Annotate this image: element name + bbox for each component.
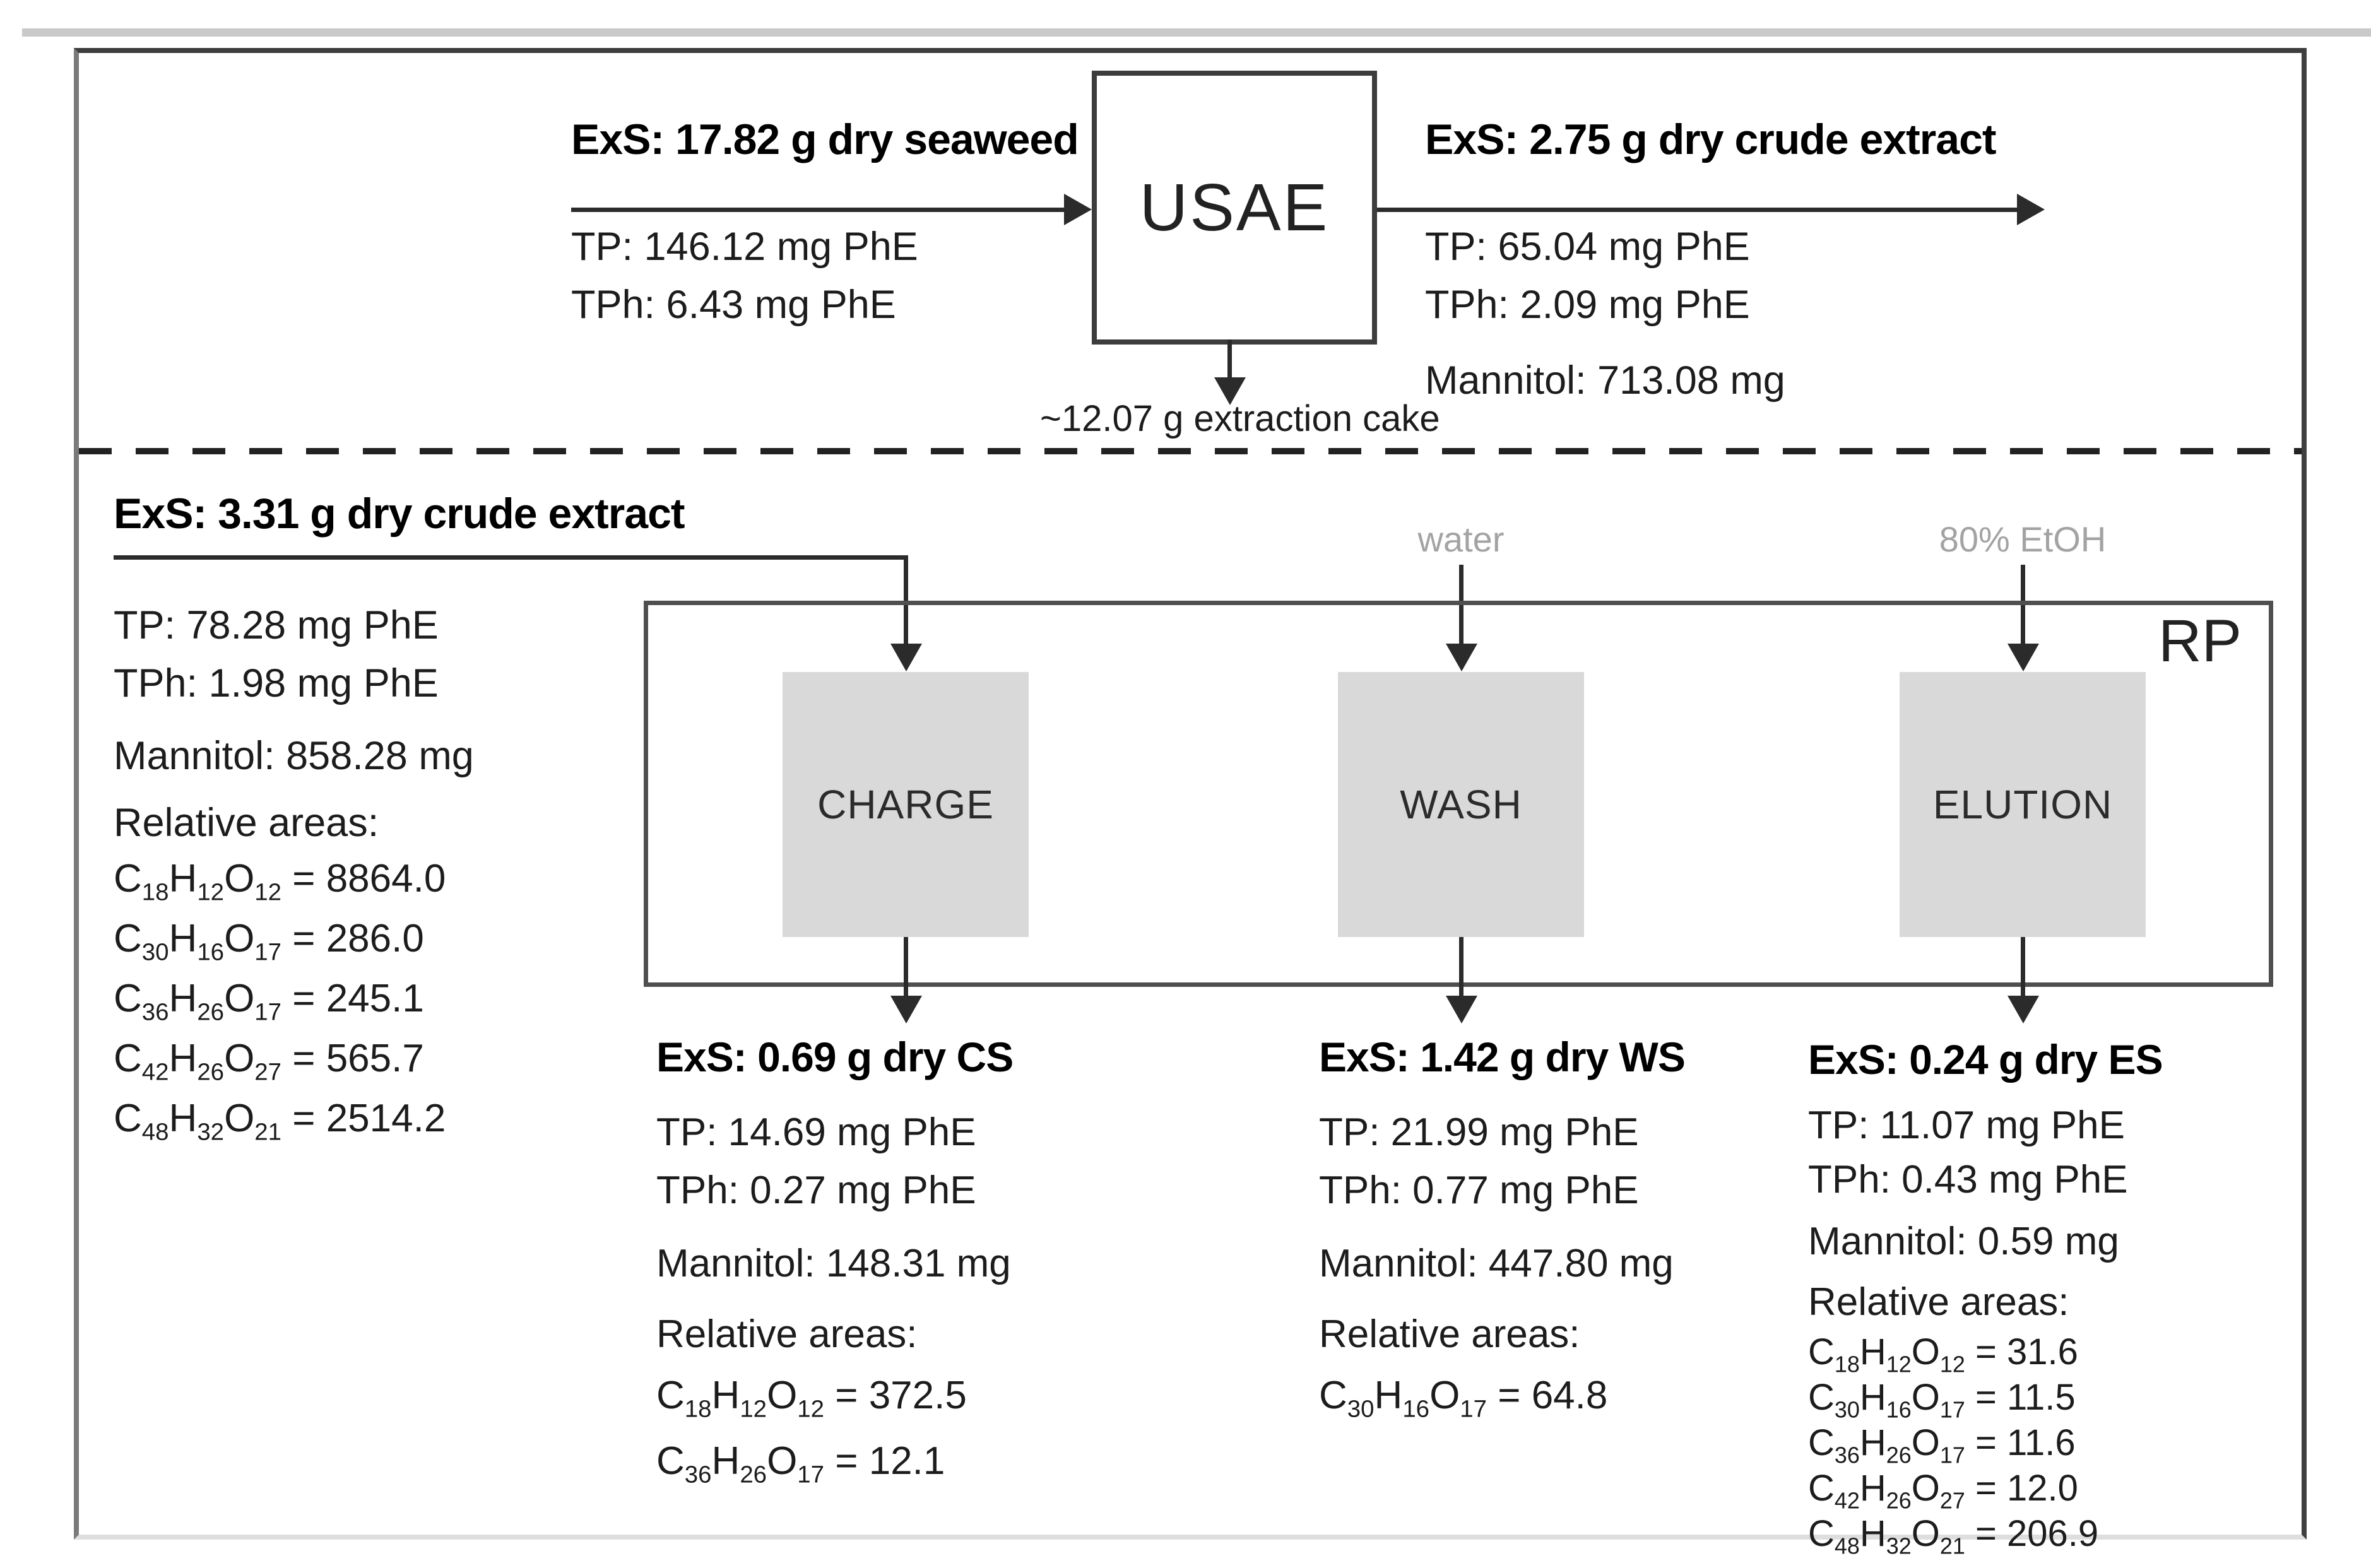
usae-input-arrowhead-icon (1064, 194, 1092, 225)
wash-formula-list: C30H16O17 = 64.8 (1319, 1363, 1887, 1429)
charge-out-arrow-line (904, 937, 908, 997)
usae-cake-arrowhead-icon (1214, 377, 1246, 405)
wash-feed-arrowhead-icon (1446, 644, 1477, 671)
charge-output-relative-label: Relative areas: (656, 1312, 918, 1356)
charge-output-block: ExS: 0.69 g dry CS TP: 14.69 mg PhE TPh:… (656, 1027, 1224, 1494)
usae-output-tph: TPh: 2.09 mg PhE (1425, 283, 1750, 327)
rp-input-connector-h (114, 555, 908, 560)
rp-input-connector-v (904, 555, 908, 645)
wash-out-arrow-line (1459, 937, 1463, 997)
rp-input-tph: TPh: 1.98 mg PhE (114, 661, 439, 705)
charge-output-tph: TPh: 0.27 mg PhE (656, 1169, 976, 1212)
charge-output-mannitol: Mannitol: 148.31 mg (656, 1242, 1011, 1285)
wash-step-box: WASH (1338, 672, 1584, 937)
dashed-section-divider (79, 448, 2302, 454)
usae-input-tp: TP: 146.12 mg PhE (571, 225, 918, 269)
elution-output-mannitol: Mannitol: 0.59 mg (1808, 1220, 2119, 1263)
elution-out-arrow-line (2021, 937, 2025, 997)
elution-output-block: ExS: 0.24 g dry ES TP: 11.07 mg PhE TPh:… (1808, 1030, 2371, 1557)
formula-line: C18H12O12 = 372.5 (656, 1374, 967, 1423)
charge-output-tp: TP: 14.69 mg PhE (656, 1111, 976, 1154)
charge-out-arrowhead-icon (890, 996, 922, 1023)
rp-input-mannitol: Mannitol: 858.28 mg (114, 734, 474, 778)
usae-output-title: ExS: 2.75 g dry crude extract (1425, 115, 1997, 163)
wash-out-arrowhead-icon (1446, 996, 1477, 1023)
wash-output-relative-label: Relative areas: (1319, 1312, 1580, 1356)
usae-output-mannitol: Mannitol: 713.08 mg (1425, 358, 1785, 403)
charge-output-title: ExS: 0.69 g dry CS (656, 1034, 1014, 1080)
formula-line: C36H26O17 = 11.6 (1808, 1422, 2076, 1468)
formula-line: C30H16O17 = 11.5 (1808, 1377, 2076, 1423)
charge-feed-arrowhead-icon (890, 644, 922, 671)
extraction-cake-label: ~12.07 g extraction cake (1040, 398, 1440, 439)
elution-feed-arrowhead-icon (2007, 644, 2039, 671)
usae-output-arrowhead-icon (2017, 194, 2045, 225)
elution-output-relative-label: Relative areas: (1808, 1280, 2069, 1324)
usae-process-label: USAE (1139, 170, 1330, 245)
formula-line: C18H12O12 = 31.6 (1808, 1331, 2078, 1377)
elution-feed-label: 80% EtOH (1939, 519, 2107, 559)
elution-output-tph: TPh: 0.43 mg PhE (1808, 1158, 2128, 1201)
charge-step-box: CHARGE (783, 672, 1029, 937)
formula-line: C36H26O17 = 12.1 (656, 1439, 945, 1488)
charge-step-label: CHARGE (817, 782, 994, 827)
usae-output-tp: TP: 65.04 mg PhE (1425, 225, 1750, 269)
formula-line: C42H26O27 = 565.7 (114, 1037, 424, 1086)
formula-line: C42H26O27 = 12.0 (1808, 1468, 2078, 1514)
elution-output-tp: TP: 11.07 mg PhE (1808, 1104, 2125, 1147)
wash-output-mannitol: Mannitol: 447.80 mg (1319, 1242, 1674, 1285)
elution-output-title: ExS: 0.24 g dry ES (1808, 1036, 2163, 1083)
wash-step-label: WASH (1400, 782, 1522, 827)
top-divider-strip (22, 28, 2371, 37)
rp-column-box (644, 601, 2273, 987)
wash-output-title: ExS: 1.42 g dry WS (1319, 1034, 1686, 1080)
wash-output-tp: TP: 21.99 mg PhE (1319, 1111, 1639, 1154)
formula-line: C30H16O17 = 64.8 (1319, 1374, 1608, 1423)
formula-line: C18H12O12 = 8864.0 (114, 857, 446, 906)
wash-output-tph: TPh: 0.77 mg PhE (1319, 1169, 1639, 1212)
elution-step-label: ELUTION (1932, 782, 2113, 827)
wash-output-block: ExS: 1.42 g dry WS TP: 21.99 mg PhE TPh:… (1319, 1027, 1887, 1429)
elution-out-arrowhead-icon (2007, 996, 2039, 1023)
formula-line: C36H26O17 = 245.1 (114, 977, 424, 1026)
wash-feed-label: water (1417, 519, 1505, 559)
usae-input-arrow-line (571, 208, 1070, 212)
usae-input-tph: TPh: 6.43 mg PhE (571, 283, 896, 327)
usae-process-box: USAE (1092, 71, 1377, 345)
formula-line: C48H32O21 = 206.9 (1808, 1513, 2099, 1559)
rp-input-relative-label: Relative areas: (114, 801, 379, 845)
usae-output-arrow-line (1377, 208, 2017, 212)
rp-input-tp: TP: 78.28 mg PhE (114, 603, 439, 647)
rp-input-title: ExS: 3.31 g dry crude extract (114, 490, 685, 538)
rp-box-label: RP (2158, 608, 2242, 675)
usae-cake-arrow-line (1227, 339, 1232, 379)
elution-step-box: ELUTION (1900, 672, 2146, 937)
formula-line: C30H16O17 = 286.0 (114, 917, 424, 966)
usae-input-title: ExS: 17.82 g dry seaweed (571, 115, 1079, 163)
formula-line: C48H32O21 = 2514.2 (114, 1097, 446, 1146)
